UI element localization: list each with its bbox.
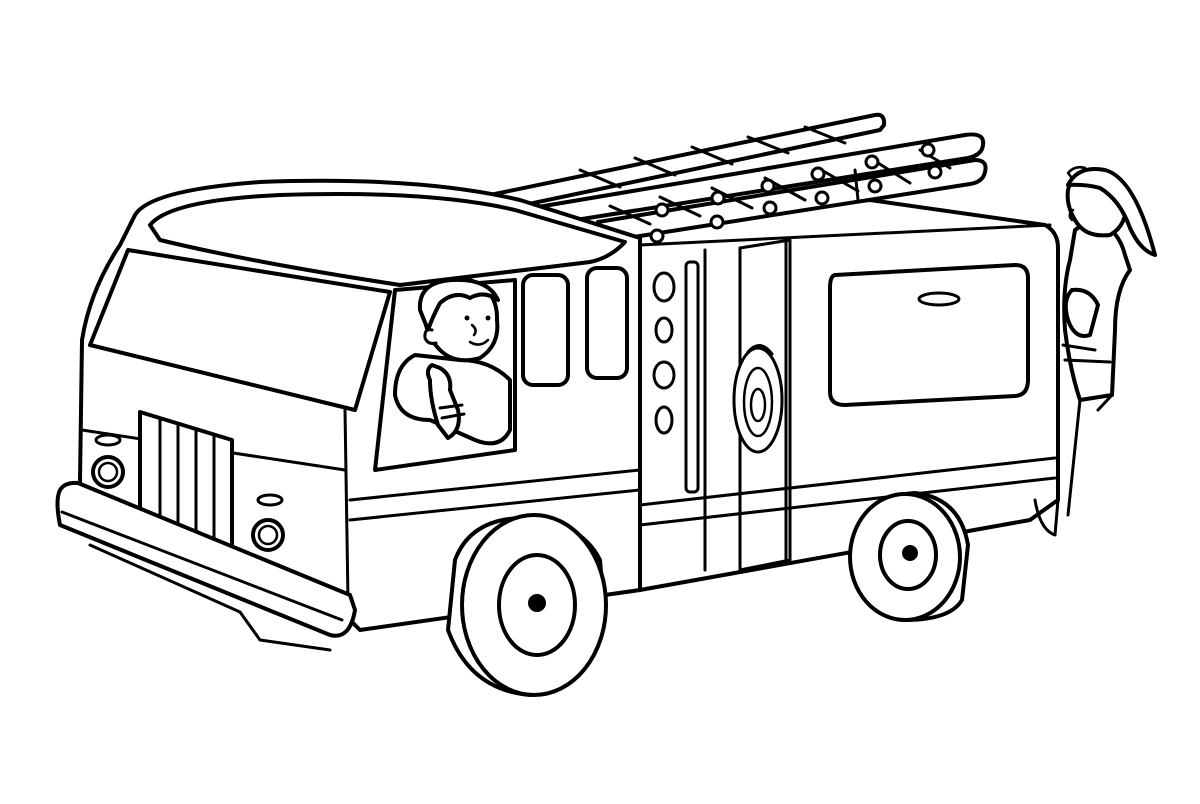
ladder (488, 112, 988, 244)
rear-window (828, 263, 1030, 407)
rear-wheel (848, 491, 970, 622)
hose-reel (732, 344, 784, 454)
headlights (91, 433, 285, 552)
front-bumper (55, 480, 357, 652)
firefighter-figure (1061, 165, 1157, 517)
side-lights (652, 271, 676, 435)
front-wheel (446, 513, 608, 697)
ladder-bolts (649, 142, 943, 244)
rear-bumper (1033, 498, 1060, 537)
driver-figure (393, 277, 512, 446)
side-compartment (684, 236, 792, 572)
